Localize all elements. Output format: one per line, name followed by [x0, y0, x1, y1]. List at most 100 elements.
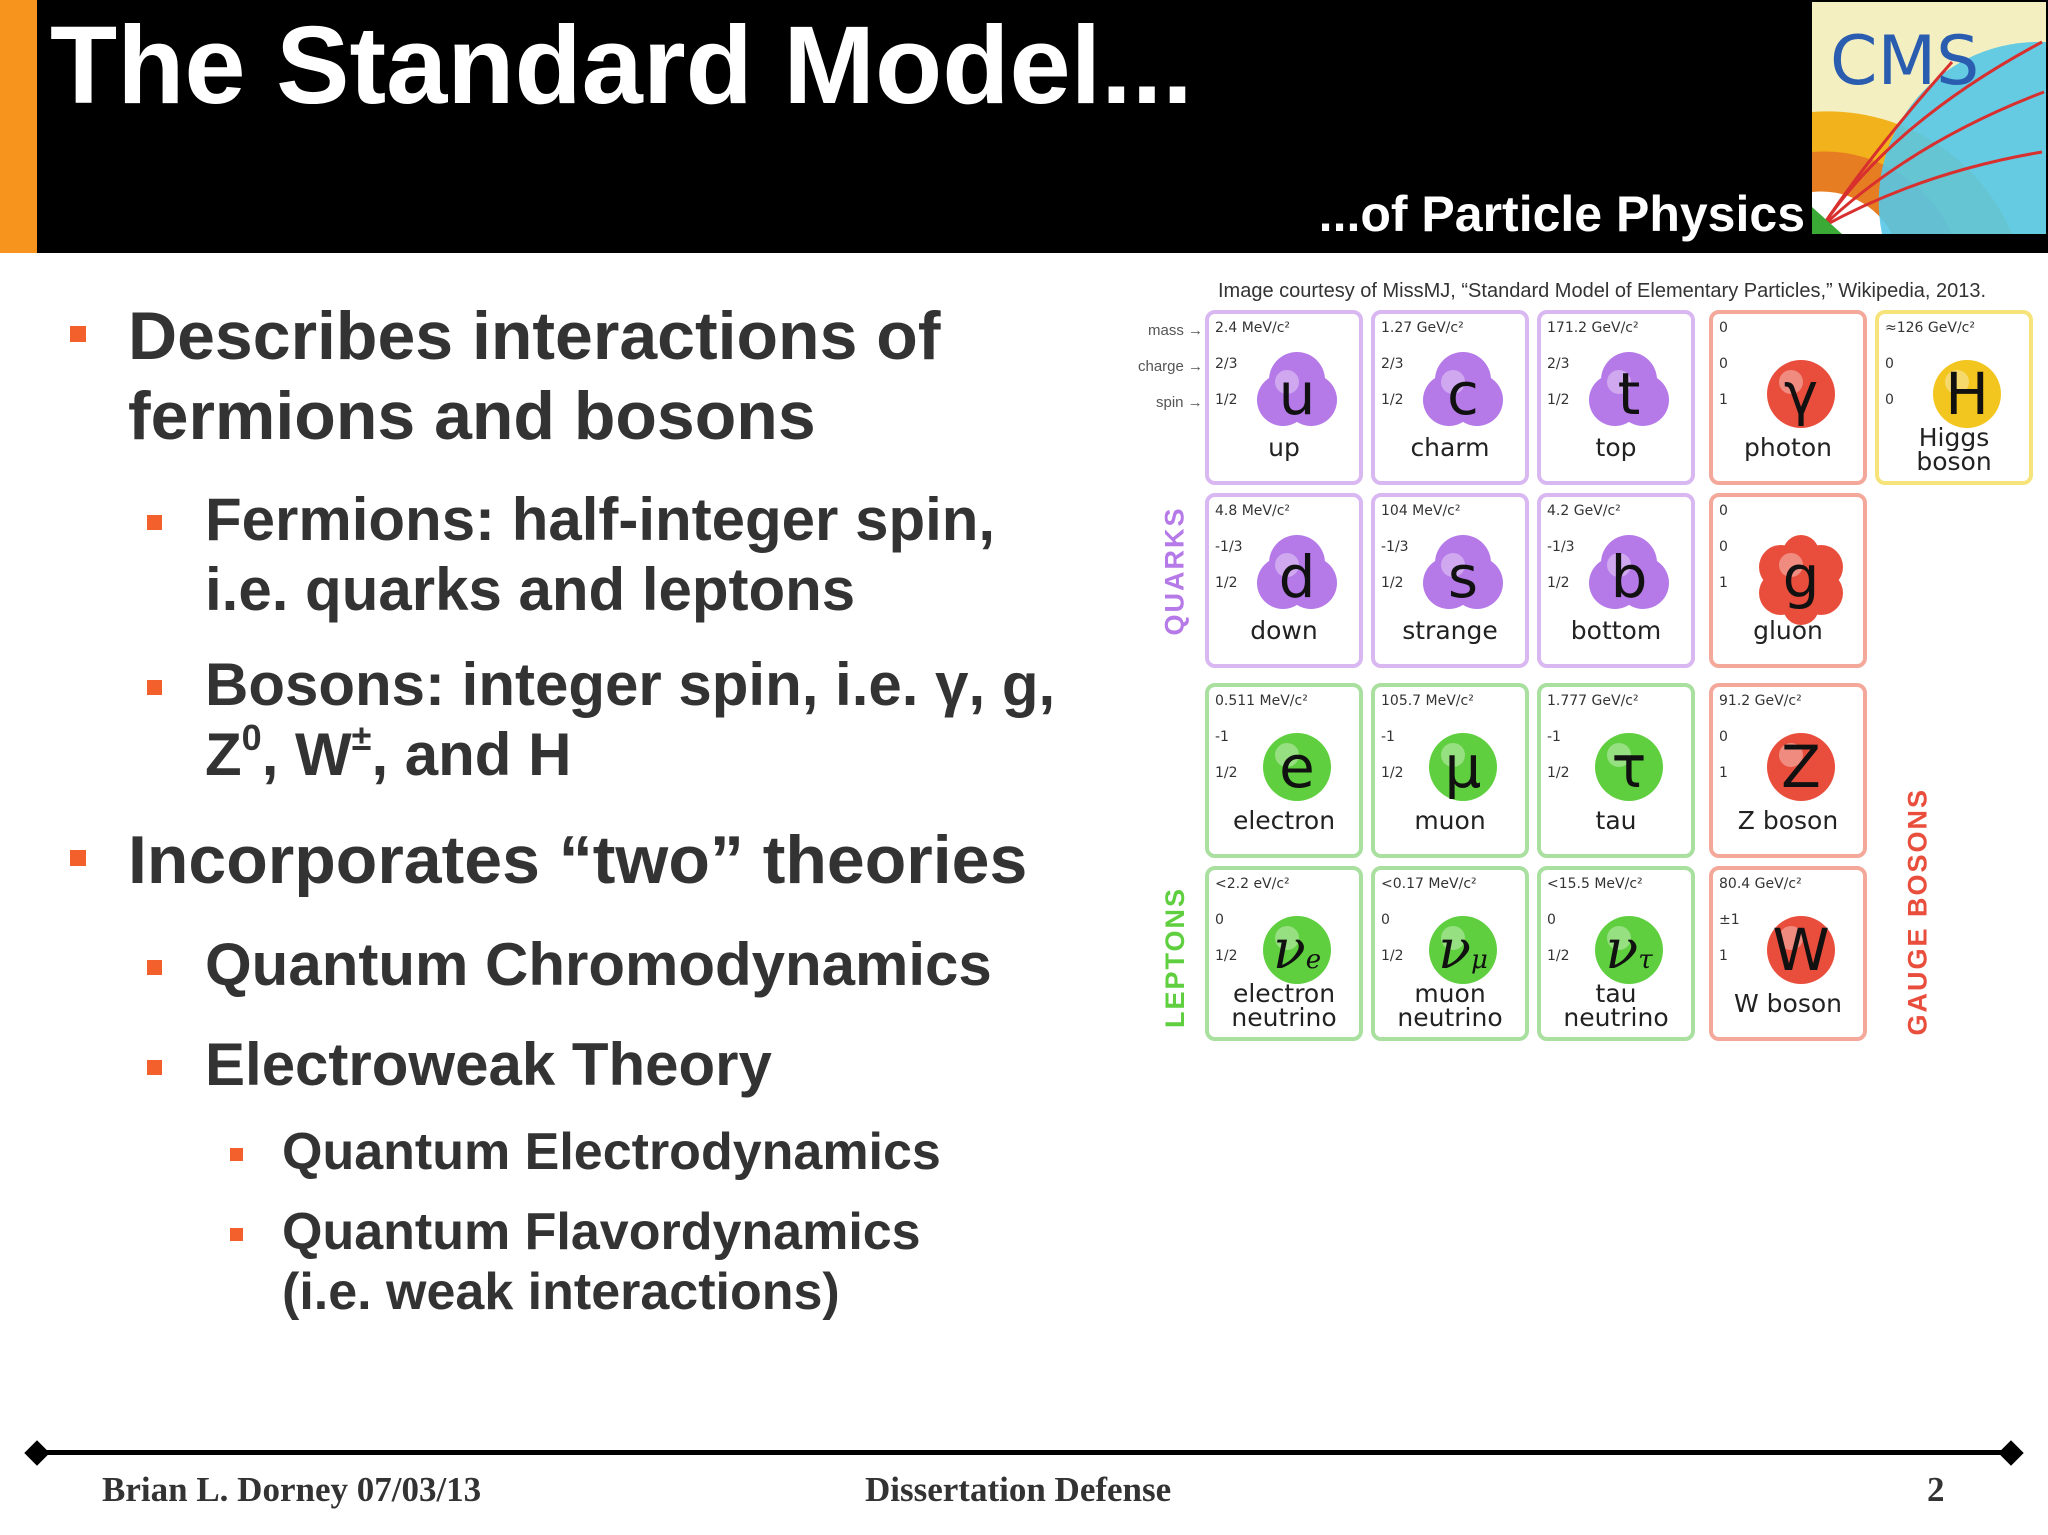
particle-spin: 1/2: [1381, 948, 1404, 964]
particle-symbol: c: [1447, 360, 1479, 428]
particle-mass: <2.2 eV/c²: [1215, 876, 1290, 892]
particle-name: bottom: [1570, 616, 1662, 645]
particle-name: photon: [1744, 433, 1832, 462]
bullet-text: Incorporates “two” theories: [128, 822, 1028, 898]
bullet-text: Describes interactions of: [128, 298, 941, 374]
particle-mass: 80.4 GeV/c²: [1719, 876, 1802, 892]
particle-spin: 1/2: [1215, 392, 1238, 408]
particle-spin: 0: [1885, 392, 1894, 408]
particle-name: tau: [1595, 806, 1637, 835]
bullet-text: Fermions: half-integer spin,: [205, 486, 996, 553]
particle-name: top: [1595, 433, 1637, 462]
particle-ball-icon: [1751, 344, 1851, 444]
footer-rule-right-end: [1998, 1440, 2024, 1466]
particle-charge: 0: [1719, 539, 1728, 555]
particle-ball-icon: [1413, 344, 1513, 444]
particle-symbol: μ: [1444, 733, 1482, 801]
particle-card: 171.2 GeV/c² 2/3 1/2 t top: [1537, 310, 1695, 485]
bullet-marker: [70, 850, 86, 866]
particle-charge: 0: [1719, 356, 1728, 372]
particle-charge: 2/3: [1215, 356, 1238, 372]
leptons-label: LEPTONS: [1160, 886, 1190, 1028]
particle-charge: -1/3: [1381, 539, 1409, 555]
particle-symbol: b: [1610, 543, 1648, 611]
particle-name: electron: [1232, 806, 1336, 835]
particle-charge: -1: [1381, 729, 1395, 745]
particle-spin: 1/2: [1215, 948, 1238, 964]
particle-charge: ±1: [1719, 912, 1740, 928]
particle-mass: 1.777 GeV/c²: [1547, 693, 1639, 709]
particle-mass: ≈126 GeV/c²: [1885, 320, 1975, 336]
particle-name: charm: [1410, 433, 1490, 462]
footer-author-date: Brian L. Dorney 07/03/13: [102, 1470, 482, 1509]
particle-charge: 2/3: [1547, 356, 1570, 372]
particle-spin: 1/2: [1547, 948, 1570, 964]
particle-spin: 1/2: [1381, 575, 1404, 591]
particle-mass: 104 MeV/c²: [1381, 503, 1461, 519]
particle-ball-icon: [1247, 344, 1347, 444]
bullet-describes-interactions: Describes interactions of fermions and b…: [70, 296, 941, 456]
particle-spin: 1/2: [1547, 765, 1570, 781]
footer-rule-left-end: [24, 1440, 50, 1466]
particle-spin: 1/2: [1215, 575, 1238, 591]
bullet-marker: [70, 326, 86, 342]
particle-mass: 1.27 GeV/c²: [1381, 320, 1464, 336]
particle-charge: -1: [1547, 729, 1561, 745]
bullet-fermions: Fermions: half-integer spin, i.e. quarks…: [147, 485, 996, 625]
accent-bar: [0, 0, 37, 253]
bullet-text: Bosons: integer spin, i.e. γ, g,: [205, 651, 1056, 718]
page-number: 2: [1927, 1470, 1945, 1509]
bullet-text: Quantum Electrodynamics: [282, 1123, 941, 1181]
particle-charge: 0: [1215, 912, 1224, 928]
bullet-electroweak: Electroweak Theory: [147, 1030, 772, 1100]
row-label-charge: charge →: [1138, 358, 1204, 375]
bullet-marker: [147, 515, 162, 530]
particle-symbol: t: [1617, 360, 1641, 428]
bullet-marker: [147, 680, 162, 695]
particle-symbol: γ: [1783, 360, 1819, 428]
particle-mass: 4.2 GeV/c²: [1547, 503, 1621, 519]
bullet-marker: [230, 1228, 243, 1241]
bullet-text: Quantum Flavordynamics: [282, 1203, 921, 1261]
particle-mass: 0: [1719, 503, 1728, 519]
bullet-qed: Quantum Electrodynamics: [230, 1122, 941, 1182]
particle-spin: 1: [1719, 392, 1728, 408]
particle-symbol: ντ: [1605, 918, 1653, 981]
gauge-bosons-label: GAUGE BOSONS: [1902, 787, 1933, 1036]
particle-spin: 1/2: [1215, 765, 1238, 781]
particle-spin: 1/2: [1547, 392, 1570, 408]
particle-spin: 1: [1719, 575, 1728, 591]
particle-ball-icon: [1413, 717, 1513, 817]
particle-ball-icon: [1579, 527, 1679, 627]
particle-ball-icon: [1917, 344, 2017, 444]
quarks-label: QUARKS: [1159, 506, 1190, 636]
particle-charge: 0: [1381, 912, 1390, 928]
particle-mass: 171.2 GeV/c²: [1547, 320, 1639, 336]
cms-logo: CMS: [1812, 2, 2046, 234]
bullet-two-theories: Incorporates “two” theories: [70, 820, 1028, 900]
bullet-text: (i.e. weak interactions): [282, 1263, 840, 1321]
particle-ball-icon: [1413, 527, 1513, 627]
particle-spin: 1: [1719, 948, 1728, 964]
bullet-text: Electroweak Theory: [205, 1031, 772, 1098]
bullet-marker: [230, 1148, 243, 1161]
particle-mass: 0.511 MeV/c²: [1215, 693, 1308, 709]
particle-name: down: [1250, 616, 1318, 645]
particle-charge: -1/3: [1215, 539, 1243, 555]
particle-ball-icon: [1579, 717, 1679, 817]
particle-symbol: e: [1279, 733, 1315, 801]
particle-symbol: d: [1278, 543, 1316, 611]
particle-mass: 91.2 GeV/c²: [1719, 693, 1802, 709]
particle-symbol: u: [1278, 360, 1316, 428]
